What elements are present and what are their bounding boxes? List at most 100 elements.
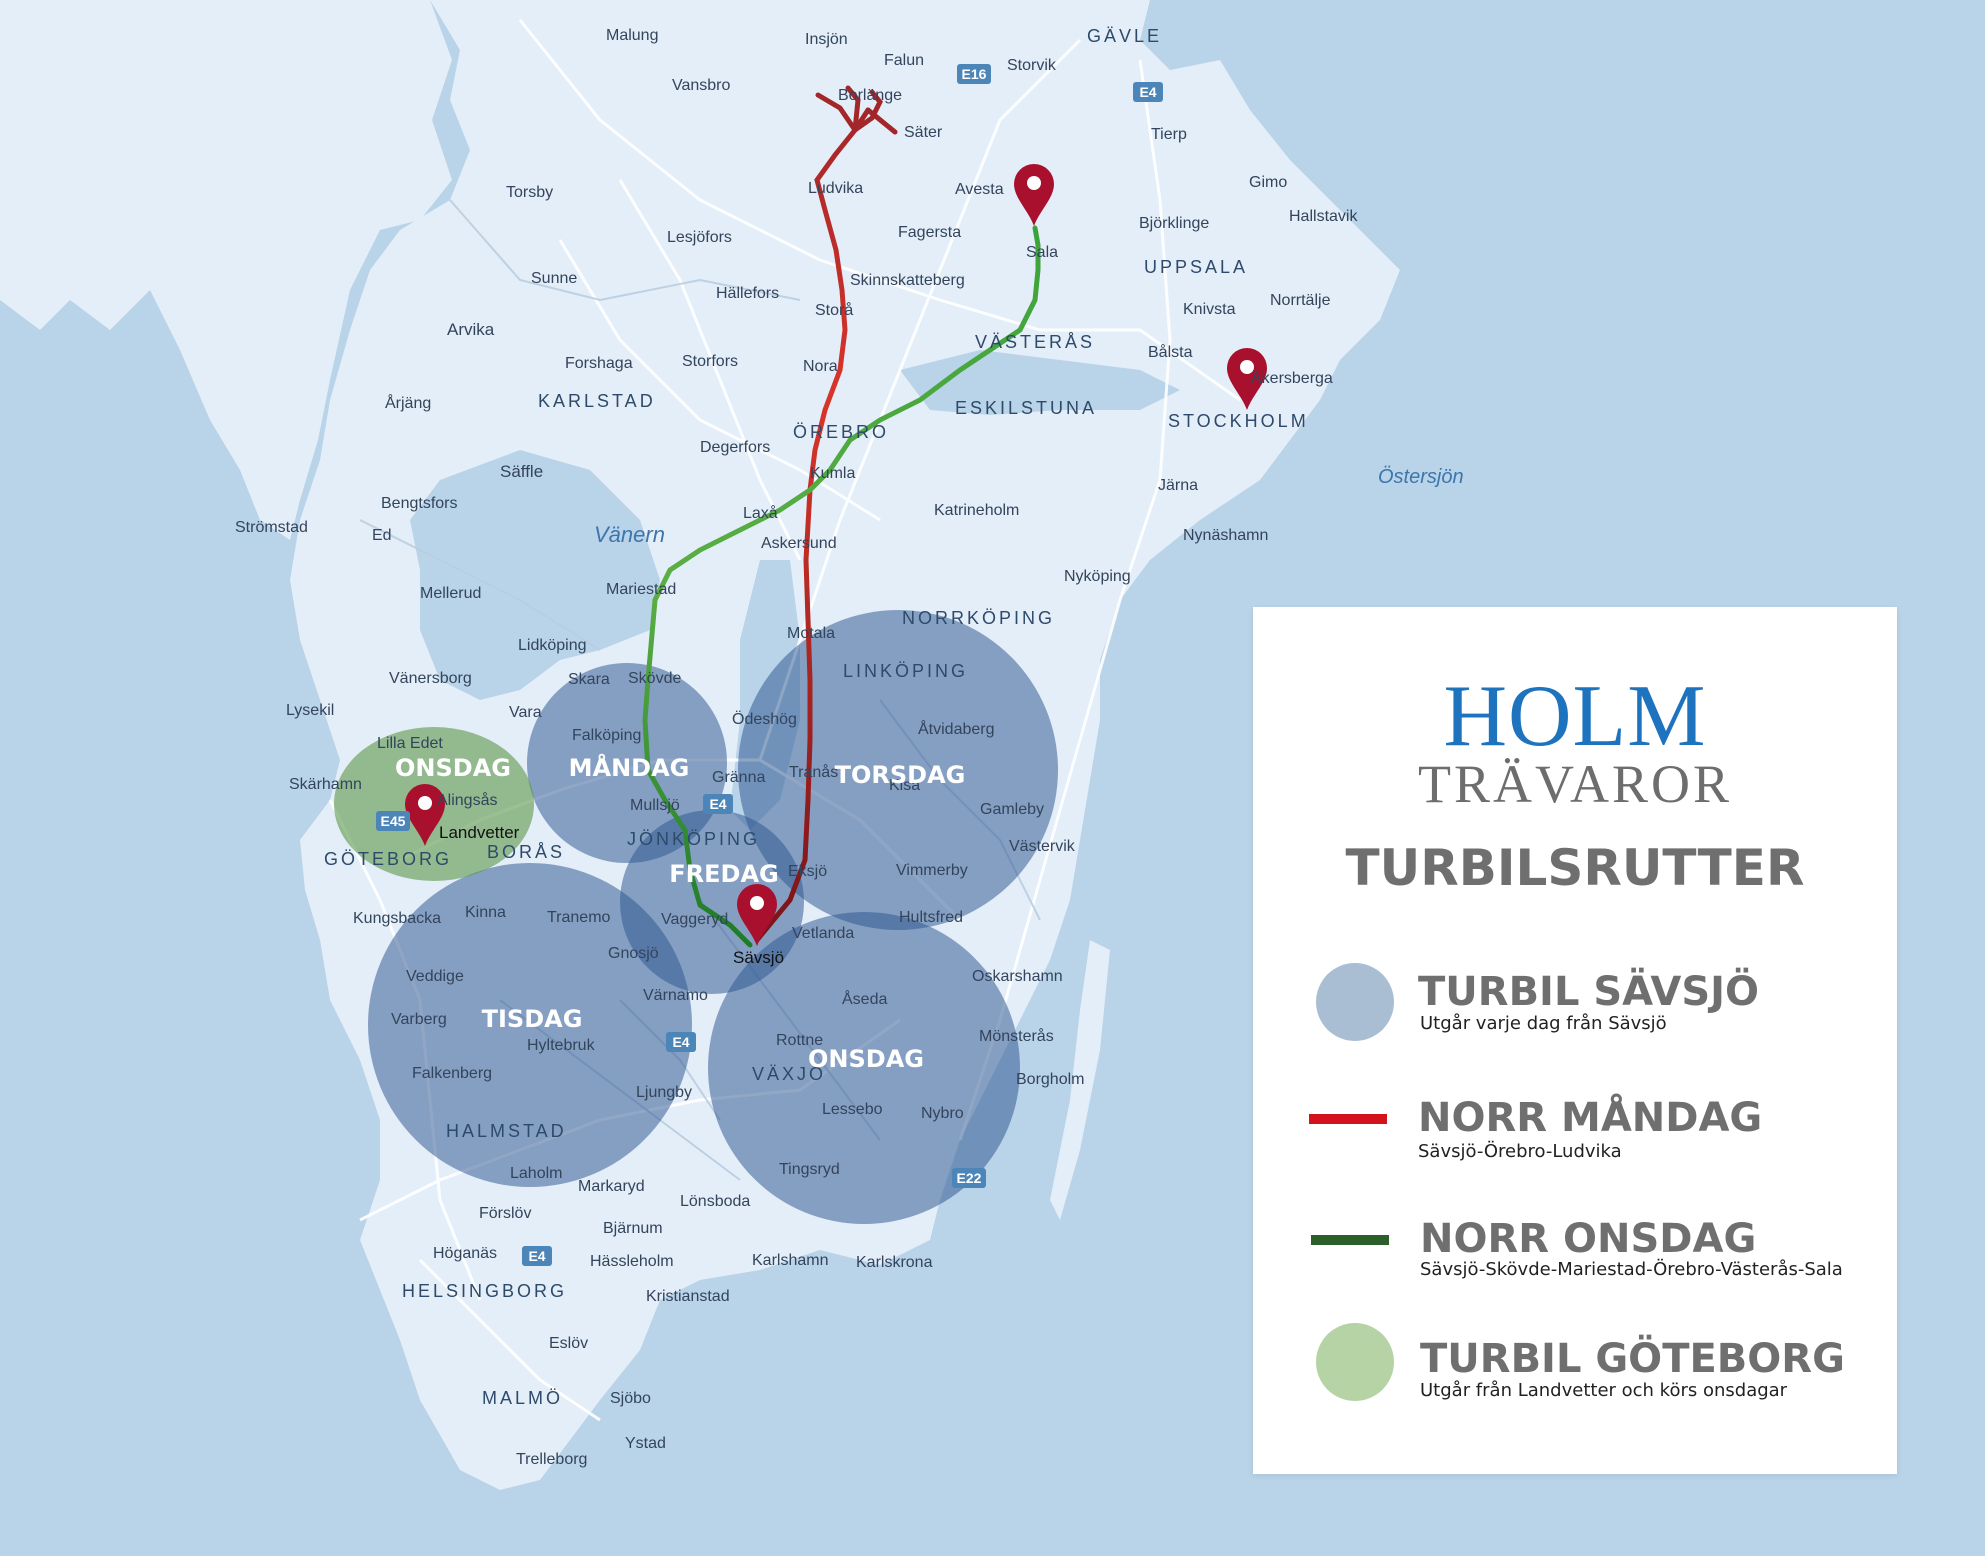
legend-sub-norr-mandag: Sävsjö-Örebro-Ludvika <box>1418 1141 1622 1162</box>
city-label: Storå <box>815 301 853 319</box>
city-label: Sala <box>1026 244 1058 261</box>
city-label: Falkenberg <box>412 1065 492 1082</box>
city-label: KARLSTAD <box>538 391 656 411</box>
city-label: Askersund <box>761 535 837 552</box>
city-label: Säffle <box>500 462 543 481</box>
city-label: Karlshamn <box>752 1252 828 1269</box>
city-label: Borlänge <box>838 87 902 104</box>
city-label: Västervik <box>1009 838 1076 855</box>
city-label: Bålsta <box>1148 343 1193 361</box>
city-label: Ystad <box>625 1435 666 1452</box>
zone-label-onsdag-goteborg: ONSDAG <box>395 754 511 782</box>
city-label: Insjön <box>805 31 848 48</box>
pin-savsjo <box>737 884 777 946</box>
city-label: HELSINGBORG <box>402 1281 567 1301</box>
city-label: Nyköping <box>1064 568 1131 585</box>
svg-text:E16: E16 <box>962 66 987 82</box>
city-label: Veddige <box>406 968 464 985</box>
svg-text:E22: E22 <box>957 1170 982 1186</box>
city-label: Vaggeryd <box>661 911 728 928</box>
water-label: Vänern <box>594 522 665 547</box>
road-shield-e4 <box>703 794 733 814</box>
city-label: Nora <box>803 358 838 375</box>
zone-label-mandag: MÅNDAG <box>569 753 690 782</box>
city-label: Vara <box>509 704 542 721</box>
city-label: Vimmerby <box>896 862 968 879</box>
zone-tisdag <box>368 863 692 1187</box>
city-label: Åtvidaberg <box>918 719 995 738</box>
zone-onsdag-vaxjo <box>708 912 1020 1224</box>
city-label: Åseda <box>842 989 887 1008</box>
zone-label-onsdag-vaxjo: ONSDAG <box>808 1045 924 1073</box>
route-norr-mandag <box>754 107 871 943</box>
legend-sub-turbil-savsjo: Utgår varje dag från Sävsjö <box>1420 1013 1667 1034</box>
city-label: Lesjöfors <box>667 229 732 246</box>
city-label: Gamleby <box>980 801 1044 818</box>
city-label: Alingsås <box>437 791 497 809</box>
city-label: Sjöbo <box>610 1390 651 1407</box>
city-label: GÖTEBORG <box>324 849 452 869</box>
city-label: Falun <box>884 52 924 69</box>
city-label: Avesta <box>955 181 1004 198</box>
city-label: Sunne <box>531 270 577 287</box>
city-label: Hällefors <box>716 285 779 302</box>
city-label: Landvetter <box>439 823 520 842</box>
road-shield-e4 <box>522 1246 552 1266</box>
city-label: Nybro <box>921 1105 964 1122</box>
city-label: Borgholm <box>1016 1071 1084 1088</box>
pin-stockholm <box>1227 348 1267 410</box>
svg-text:E4: E4 <box>528 1248 545 1264</box>
oland-island <box>1050 940 1110 1220</box>
city-label: Mellerud <box>420 585 481 602</box>
road-shield-e4 <box>666 1032 696 1052</box>
city-label: Hyltebruk <box>527 1037 596 1054</box>
zone-label-tisdag: TISDAG <box>482 1005 583 1033</box>
city-label: Lessebo <box>822 1101 883 1118</box>
legend-label-turbil-savsjo: TURBIL SÄVSJÖ <box>1418 969 1760 1015</box>
city-label: MALMÖ <box>482 1388 563 1408</box>
road-shield-e45 <box>376 811 410 831</box>
city-label: Lidköping <box>518 637 587 654</box>
city-label: Motala <box>787 625 835 642</box>
city-label: Säter <box>904 124 943 141</box>
route-norr-onsdag <box>642 225 1041 948</box>
city-label: Lönsboda <box>680 1193 750 1210</box>
water-label: Östersjön <box>1378 466 1464 488</box>
city-label: Tingsryd <box>779 1161 840 1178</box>
legend-symbol-blue-circle <box>1316 963 1394 1041</box>
city-label: Eslöv <box>549 1335 588 1352</box>
city-label: Forshaga <box>565 355 633 372</box>
city-label: Höganäs <box>433 1245 497 1262</box>
city-label: Degerfors <box>700 439 770 456</box>
city-label: VÄXJÖ <box>752 1064 826 1084</box>
water-labels: Vänern Östersjön <box>594 466 1464 547</box>
city-label: Trelleborg <box>516 1451 587 1468</box>
delivery-zones <box>334 610 1058 1224</box>
city-label: Markaryd <box>578 1178 645 1195</box>
city-label: Skövde <box>628 670 681 687</box>
city-label: Kristianstad <box>646 1288 730 1305</box>
city-label: UPPSALA <box>1144 257 1248 277</box>
route-norr-mandag-branches <box>815 85 898 135</box>
city-label: Laholm <box>510 1165 562 1182</box>
city-label: Norrtälje <box>1270 292 1331 309</box>
city-label: Ed <box>372 527 392 544</box>
legend-label-turbil-goteborg: TURBIL GÖTEBORG <box>1420 1336 1845 1382</box>
city-label: Bengtsfors <box>381 495 457 512</box>
svg-text:E4: E4 <box>672 1034 689 1050</box>
city-label: Varberg <box>391 1011 447 1028</box>
city-label: Åkersberga <box>1251 368 1333 387</box>
zone-mandag <box>527 663 727 863</box>
city-label: Vänersborg <box>389 670 472 687</box>
city-label: Kumla <box>810 465 855 482</box>
city-label: Gimo <box>1249 174 1287 191</box>
legend-symbol-red-line <box>1309 1114 1387 1124</box>
city-label: Sävsjö <box>733 948 784 967</box>
brand-logo-travaror: TRÄVAROR <box>1417 754 1733 814</box>
lake-vanern <box>410 450 660 700</box>
city-label: Torsby <box>506 184 553 201</box>
city-label: VÄSTERÅS <box>975 332 1095 352</box>
svg-text:E45: E45 <box>381 813 406 829</box>
city-label: Kungsbacka <box>353 910 441 927</box>
legend-label-norr-mandag: NORR MÅNDAG <box>1418 1095 1763 1141</box>
